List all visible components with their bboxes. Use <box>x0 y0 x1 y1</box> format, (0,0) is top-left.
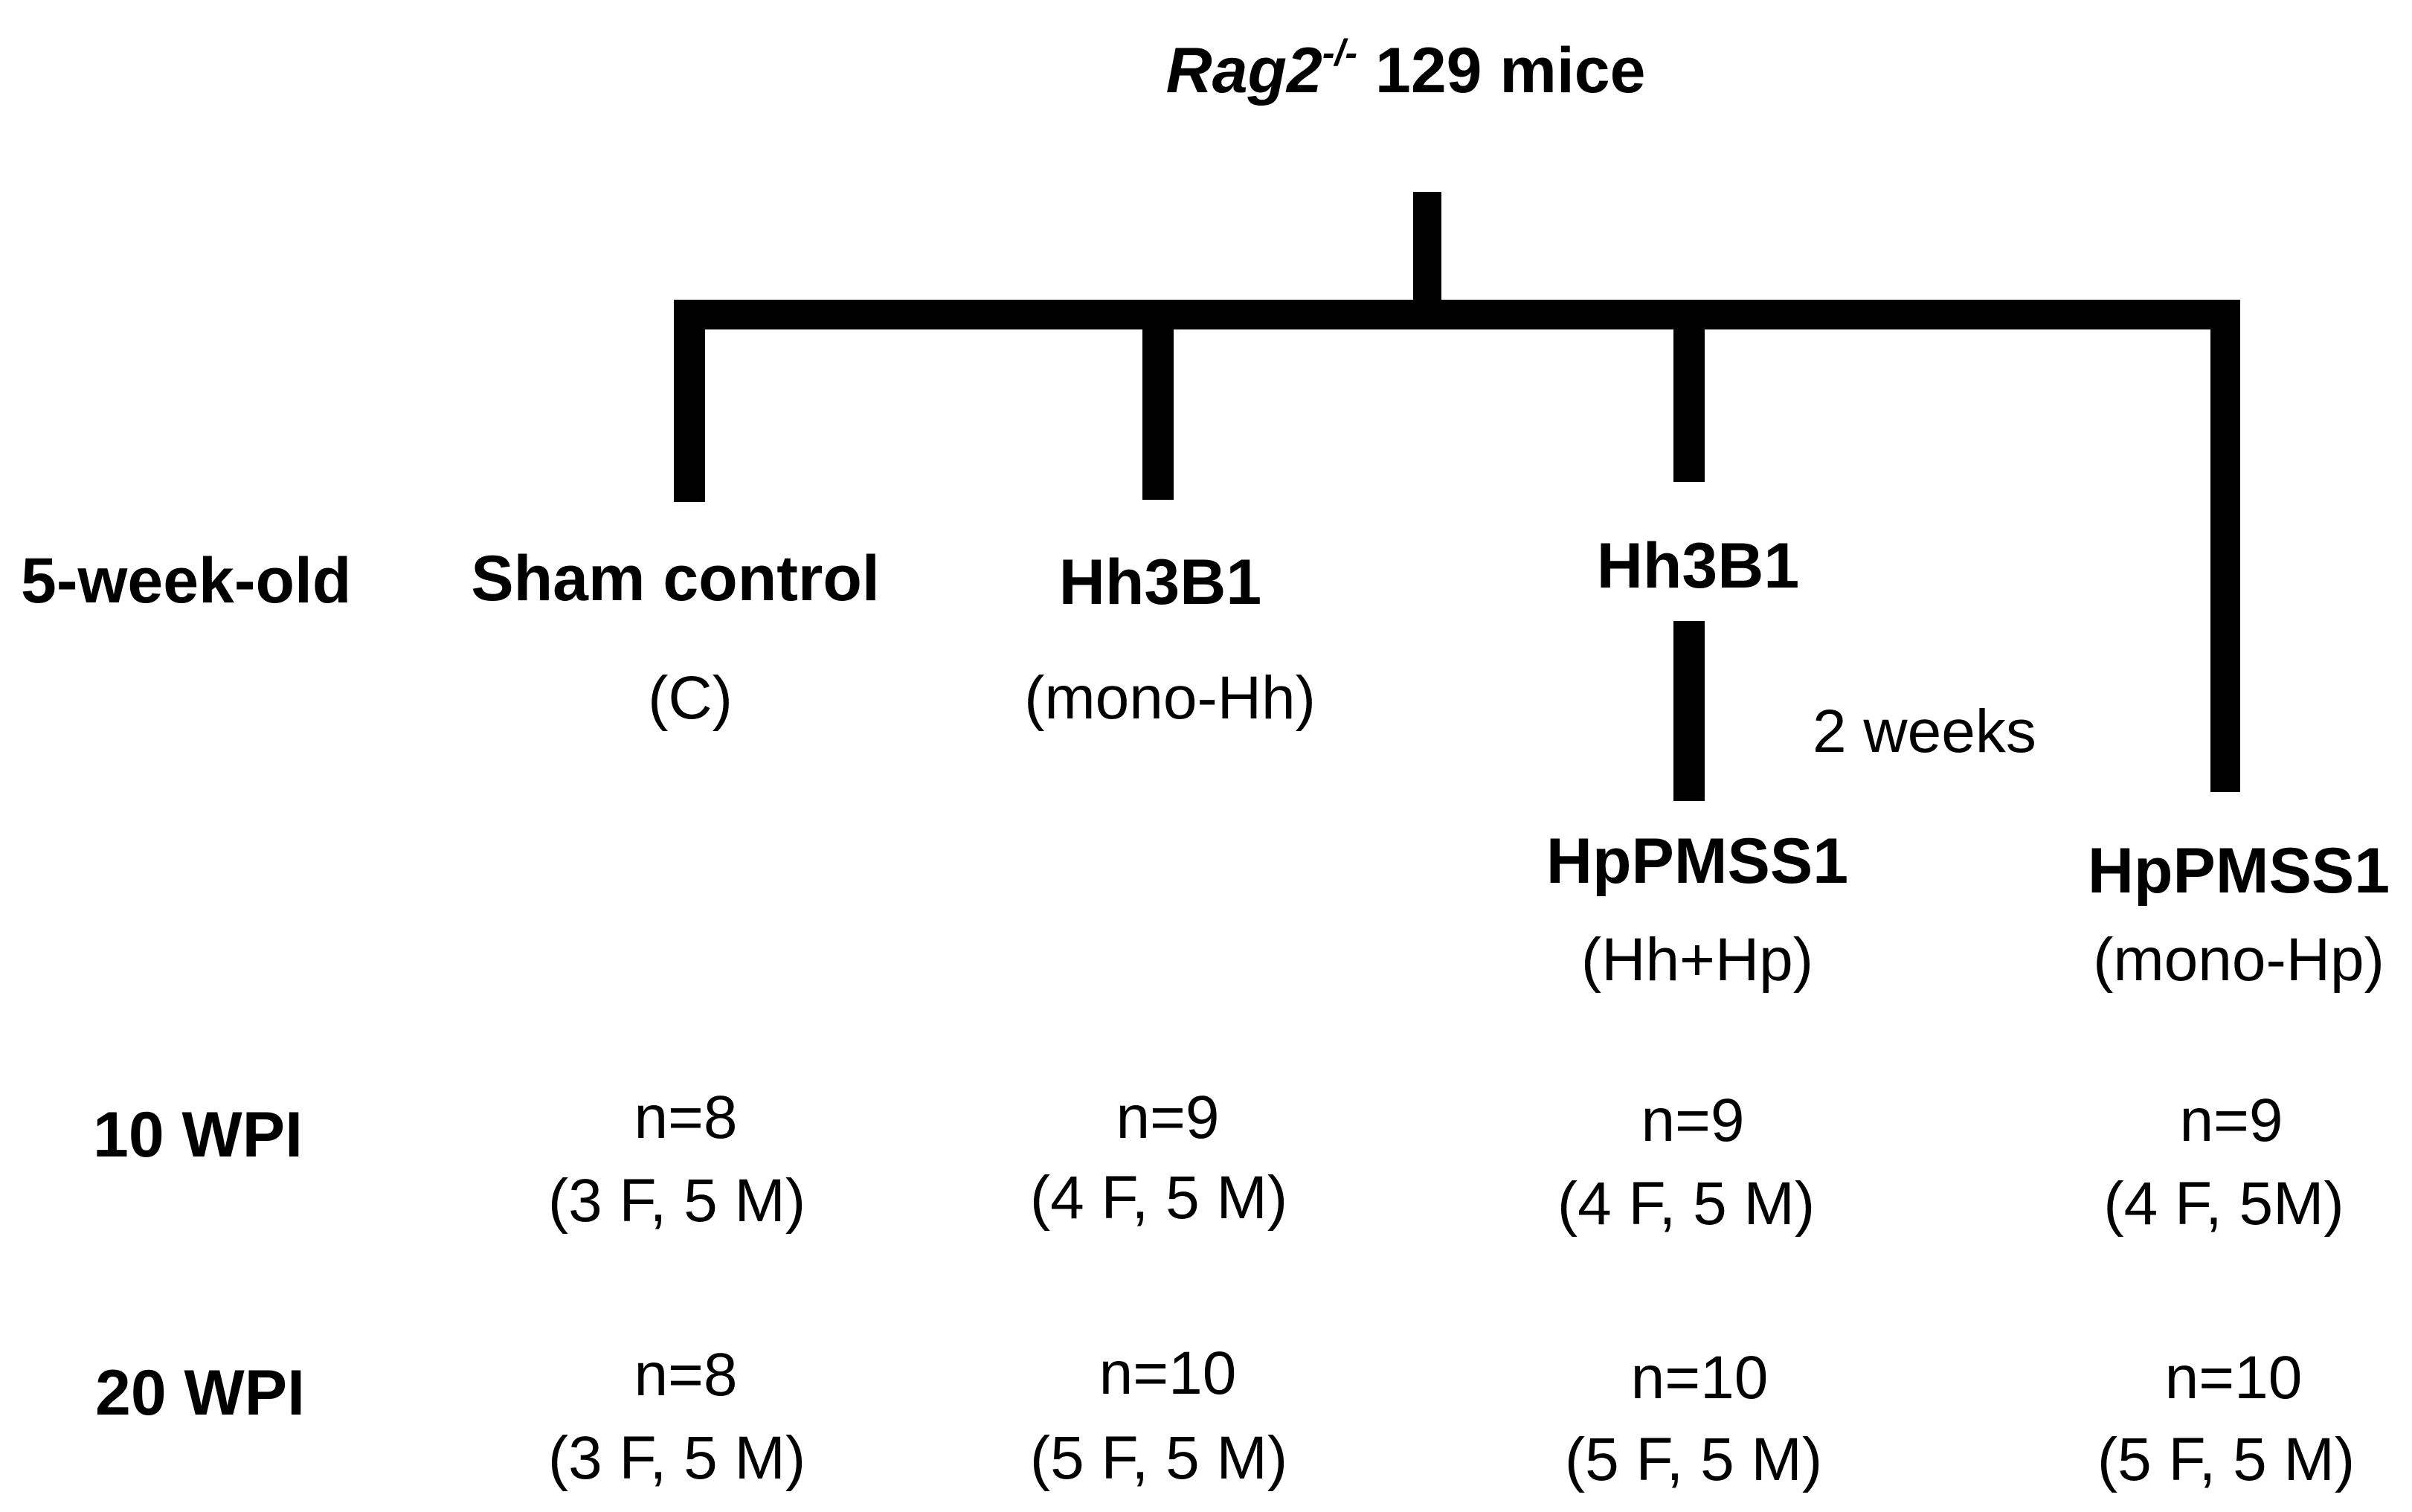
group-strain-hh-hp-second: HpPMSS1 <box>1546 826 1849 897</box>
group-20wpi-n-sham: n=8 <box>634 1341 738 1409</box>
root-stem-line <box>1413 192 1441 309</box>
group-strain-mono-hp: HpPMSS1 <box>2087 835 2390 907</box>
group-10wpi-sex-sham: (3 F, 5 M) <box>547 1167 806 1235</box>
group-abbrev-mono-hh: (mono-Hh) <box>1024 664 1316 732</box>
group-20wpi-n-hh-hp: n=10 <box>1630 1344 1769 1412</box>
group-10wpi-sex-mono-hp: (4 F, 5M) <box>2103 1170 2344 1238</box>
group-strain-sham: Sham control <box>471 543 880 614</box>
group-10wpi-n-mono-hp: n=9 <box>2179 1087 2283 1154</box>
group-10wpi-sex-mono-hh: (4 F, 5 M) <box>1029 1164 1288 1232</box>
group-20wpi-sex-sham: (3 F, 5 M) <box>547 1424 806 1492</box>
group-20wpi-sex-hh-hp: (5 F, 5 M) <box>1564 1426 1823 1493</box>
group-20wpi-n-mono-hp: n=10 <box>2164 1344 2303 1412</box>
title-rest: 129 mice <box>1375 35 1646 106</box>
group-10wpi-n-hh-hp: n=9 <box>1641 1087 1745 1154</box>
title-gene: Rag2 <box>1165 35 1322 106</box>
row-label-20-wpi: 20 WPI <box>95 1357 305 1429</box>
group-abbrev-mono-hp: (mono-Hp) <box>2093 926 2384 994</box>
group-strain-mono-hh: Hh3B1 <box>1058 547 1262 618</box>
group-strain-hh-hp-first: Hh3B1 <box>1596 530 1800 602</box>
group-20wpi-n-mono-hh: n=10 <box>1099 1339 1237 1407</box>
branch-line-hh-hp-upper <box>1673 301 1705 482</box>
branch-line-sham <box>674 300 705 502</box>
row-label-age: 5-week-old <box>21 545 352 617</box>
group-10wpi-n-sham: n=8 <box>634 1084 738 1151</box>
branch-line-mono-hp <box>2210 300 2240 792</box>
diagram-title: Rag2-/- 129 mice <box>1166 34 1646 103</box>
group-20wpi-sex-mono-hh: (5 F, 5 M) <box>1029 1424 1288 1492</box>
group-20wpi-sex-mono-hp: (5 F, 5 M) <box>2097 1426 2355 1493</box>
branch-line-hh-hp-lower <box>1673 621 1705 801</box>
group-abbrev-sham: (C) <box>648 664 733 732</box>
group-10wpi-sex-hh-hp: (4 F, 5 M) <box>1557 1170 1816 1238</box>
interval-label: 2 weeks <box>1813 698 2036 765</box>
group-10wpi-n-mono-hh: n=9 <box>1116 1084 1220 1151</box>
branch-line-mono-hh <box>1142 320 1174 500</box>
group-abbrev-hh-hp: (Hh+Hp) <box>1580 926 1814 994</box>
row-label-10-wpi: 10 WPI <box>93 1099 303 1171</box>
title-superscript: -/- <box>1322 32 1358 74</box>
horizontal-branch-line <box>674 300 2240 329</box>
